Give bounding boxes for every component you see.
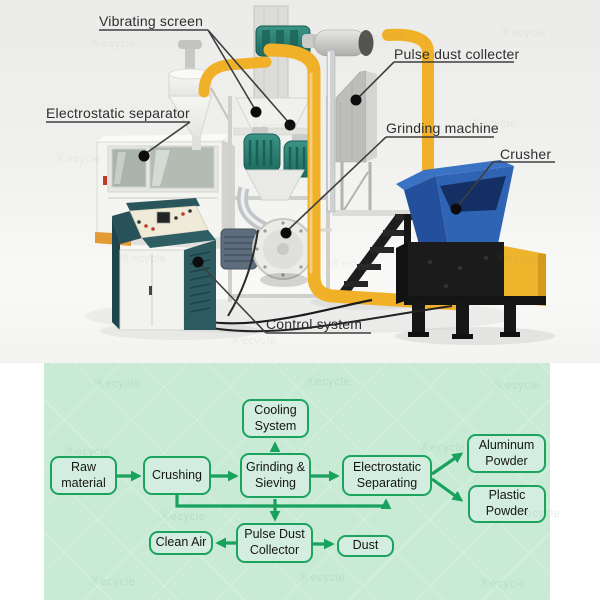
flow-node-dust: Dust [337, 535, 394, 557]
label-grinding-machine: Grinding machine [386, 120, 499, 136]
flow-node-plastic-powder: Plastic Powder [468, 485, 546, 523]
flow-node-raw-material: Raw material [50, 456, 117, 495]
flow-node-aluminum-powder: Aluminum Powder [467, 434, 546, 473]
arrow-crushing-to-electrostatic [175, 495, 392, 510]
flow-node-electrostatic-separating: Electrostatic Separating [342, 455, 432, 496]
flow-node-crushing: Crushing [143, 456, 211, 495]
machinery-illustration [46, 5, 555, 345]
label-electrostatic-separator: Electrostatic separator [46, 105, 190, 121]
flow-node-grinding-sieving: Grinding & Sieving [240, 453, 311, 498]
flow-node-pulse-dust-collector: Pulse Dust Collector [236, 523, 313, 563]
control-console [112, 198, 216, 331]
leader-dots [138, 94, 462, 268]
label-vibrating-screen: Vibrating screen [99, 13, 204, 29]
arrow-electrostatic-to-plastic [431, 477, 464, 502]
crusher-machine [396, 160, 546, 339]
process-flowchart: Cooling System Raw material Crushing Gri… [44, 363, 560, 600]
flow-node-clean-air: Clean Air [149, 531, 213, 555]
label-control-system: Control system [266, 316, 363, 332]
leader-lines [46, 29, 555, 334]
label-crusher: Crusher [500, 146, 552, 162]
arrow-electrostatic-to-aluminum [431, 452, 464, 476]
label-pulse-dust-collecter: Pulse dust collecter [394, 46, 520, 62]
flowchart-arrows [117, 441, 464, 550]
flow-node-cooling-system: Cooling System [242, 399, 309, 438]
pulse-dust-collector-unit [313, 29, 416, 216]
